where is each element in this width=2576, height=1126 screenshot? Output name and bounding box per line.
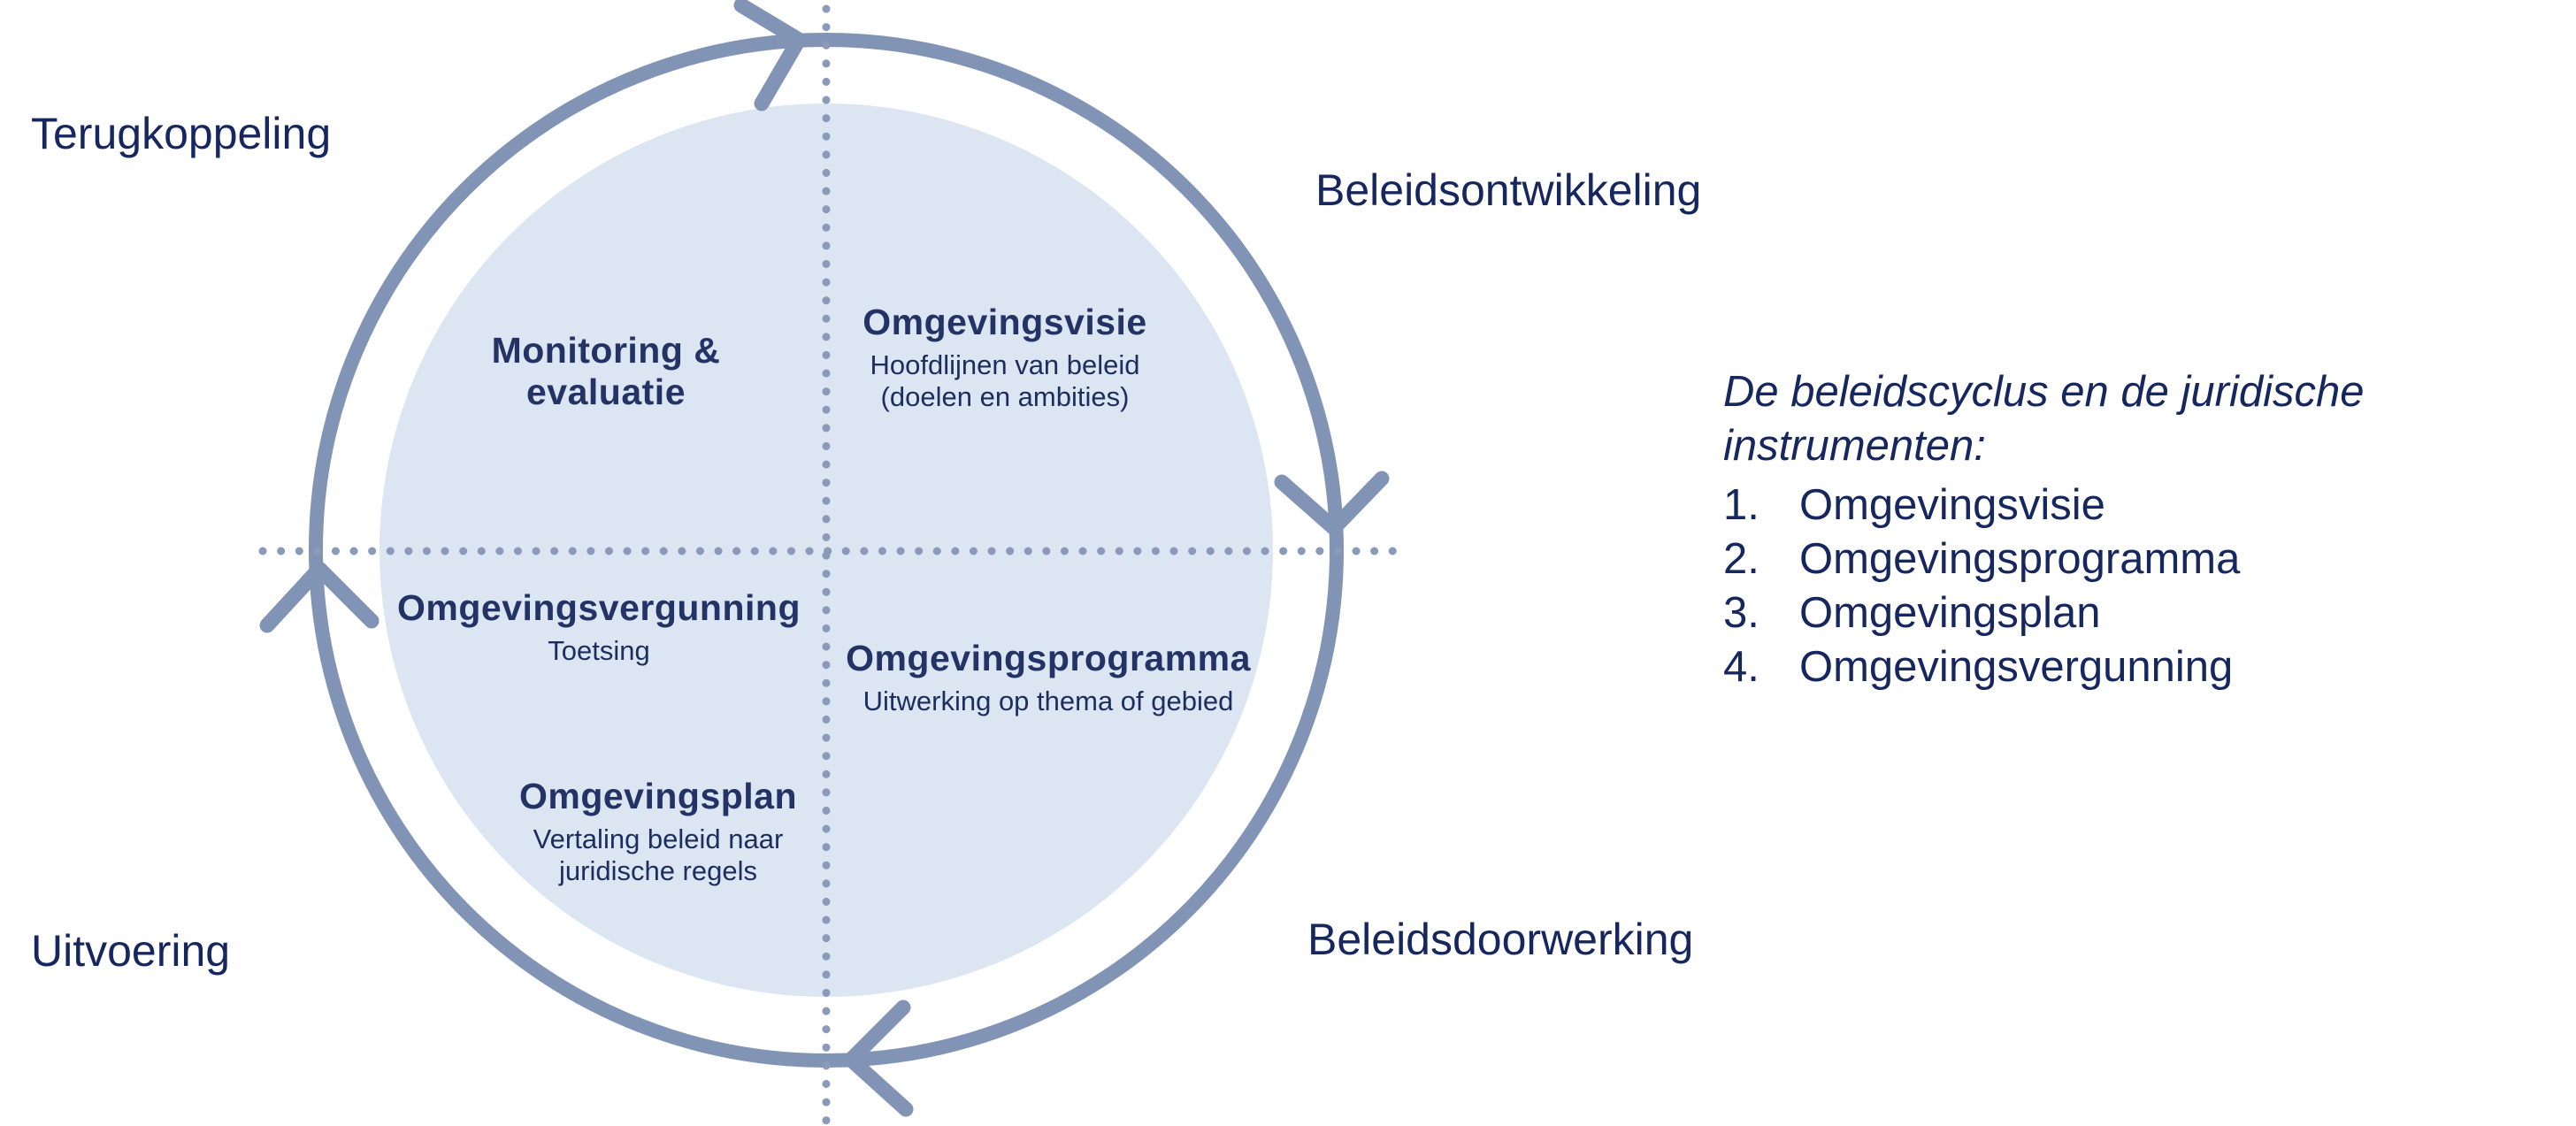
list-item-number: 2. xyxy=(1723,535,1760,583)
legend-panel: De beleidscyclus en de juridische instru… xyxy=(1723,365,2484,694)
cycle-arrow-top-icon xyxy=(733,0,807,111)
label-beleidsontwikkeling: Beleidsontwikkeling xyxy=(1315,165,1702,215)
segment-subtitle: Vertaling beleid naar juridische regels xyxy=(533,823,784,886)
list-item: 2. Omgevingsprogramma xyxy=(1723,532,2484,586)
legend-list: 1. Omgevingsvisie 2. Omgevingsprogramma … xyxy=(1723,479,2484,694)
segment-monitoring-evaluatie: Monitoring & evaluatie xyxy=(492,330,721,413)
segment-omgevingsprogramma: Omgevingsprogramma Uitwerking op thema o… xyxy=(846,638,1251,717)
segment-title: Omgevingsvisie xyxy=(862,302,1147,342)
segment-subtitle: Uitwerking op thema of gebied xyxy=(862,686,1234,716)
cycle-arrow-left-icon xyxy=(259,561,380,633)
segment-title: Omgevingsplan xyxy=(518,776,798,816)
segment-omgevingsplan: Omgevingsplan Vertaling beleid naar juri… xyxy=(519,776,797,887)
segment-subtitle: Toetsing xyxy=(548,635,650,666)
segment-subtitle: Hoofdlijnen van beleid (doelen en ambiti… xyxy=(870,349,1140,412)
legend-title: De beleidscyclus en de juridische instru… xyxy=(1723,368,2365,470)
list-item-number: 1. xyxy=(1723,481,1760,529)
segment-omgevingsvisie: Omgevingsvisie Hoofdlijnen van beleid (d… xyxy=(862,302,1146,413)
label-beleidsdoorwerking: Beleidsdoorwerking xyxy=(1307,915,1694,964)
cycle-arrow-right-icon xyxy=(1274,471,1390,536)
list-item: 1. Omgevingsvisie xyxy=(1723,479,2484,532)
list-item: 4. Omgevingsvergunning xyxy=(1723,640,2484,694)
segment-title: Omgevingsprogramma xyxy=(846,638,1251,678)
label-uitvoering: Uitvoering xyxy=(31,926,231,976)
list-item-label: Omgevingsplan xyxy=(1799,589,2101,637)
list-item-number: 4. xyxy=(1723,643,1760,691)
list-item: 3. Omgevingsplan xyxy=(1723,586,2484,640)
list-item-number: 3. xyxy=(1723,589,1760,637)
segment-title: Monitoring & evaluatie xyxy=(491,330,721,412)
segment-title: Omgevingsvergunning xyxy=(397,587,801,628)
list-item-label: Omgevingsvergunning xyxy=(1799,643,2234,691)
segment-omgevingsvergunning: Omgevingsvergunning Toetsing xyxy=(397,587,801,667)
list-item-label: Omgevingsprogramma xyxy=(1799,535,2241,583)
list-item-label: Omgevingsvisie xyxy=(1799,481,2105,529)
cycle-arrow-bottom-icon xyxy=(843,1000,914,1117)
label-terugkoppeling: Terugkoppeling xyxy=(31,109,332,158)
